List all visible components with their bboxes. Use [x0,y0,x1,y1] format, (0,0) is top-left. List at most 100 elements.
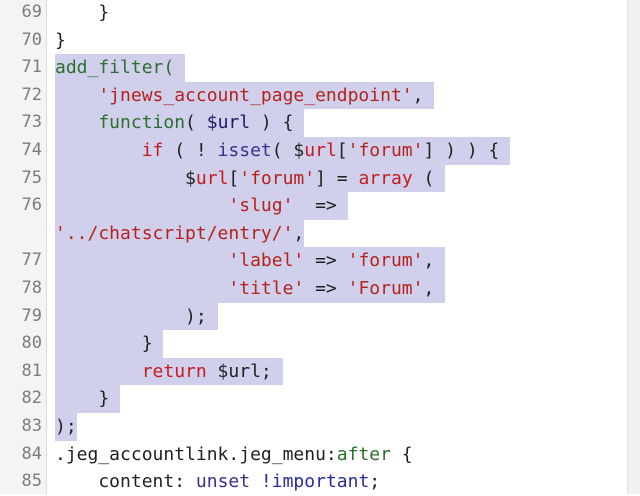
line-number: 80 [21,333,42,354]
code-token [337,195,348,216]
vertical-scrollbar[interactable] [627,0,640,494]
code-token [153,333,164,354]
code-text[interactable]: .jeg_accountlink.jeg_menu:after { [55,441,413,469]
code-token [434,250,445,271]
code-token [293,112,304,133]
code-token: ); [55,416,77,437]
selected-code-text[interactable]: 'title' => 'Forum', [55,275,446,303]
code-token: content: [55,471,196,493]
code-token: array [358,167,413,189]
code-token [174,57,185,78]
code-token: => [304,250,348,272]
code-token: return [55,360,207,382]
code-token: , [293,222,305,244]
selected-code-text[interactable]: return $url; [55,357,283,386]
selected-code-text[interactable]: 'label' => 'forum', [55,247,446,275]
line-number: 71 [21,57,42,78]
code-token [250,471,261,492]
line-number: 83 [21,416,42,436]
line-number: 78 [21,278,42,298]
code-token: url [304,140,337,161]
selected-code-text[interactable]: } [55,385,121,413]
selected-code-text[interactable]: '../chatscript/entry/', [55,219,305,248]
code-token: => [293,195,337,217]
code-token: ( $ [271,140,305,161]
code-token: add_filter( [55,57,175,79]
code-token: } [55,388,110,410]
code-token [109,388,120,409]
code-token: ) { [250,112,294,134]
selected-code-text[interactable]: 'jnews_account_page_endpoint', [55,81,435,110]
line-number: 76 [21,195,42,216]
code-text[interactable]: } [55,0,109,27]
code-token: ( ! [163,140,218,161]
code-text[interactable]: content: unset !important; [55,468,380,496]
line-number: 73 [21,112,42,133]
code-token: , [423,278,435,299]
code-token: 'jnews_account_page_endpoint' [55,84,413,106]
code-token: after [336,443,391,465]
selected-code-text[interactable]: if ( ! isset( $url['forum'] ) ) { [55,137,511,165]
selected-code-text[interactable]: 'slug' => [55,192,348,220]
code-token: 'title' [55,278,305,299]
code-token: } [55,333,153,355]
code-token: unset [195,471,251,493]
line-number: 85 [21,471,42,492]
code-token: [ [336,140,348,161]
code-token: function [55,112,186,134]
code-token: $url; [206,360,272,382]
code-token: '../chatscript/entry/' [55,222,294,244]
selected-code-text[interactable]: } [55,330,164,358]
code-token: ( [412,167,435,189]
code-token: !important [260,471,370,493]
code-token: $url [206,112,251,134]
code-token: $ [55,167,196,189]
selected-code-text[interactable]: function( $url ) { [55,109,305,137]
code-token [499,140,510,161]
code-token: ; [369,471,381,493]
line-number-gutter [0,0,47,494]
code-token: ] = [315,167,359,189]
code-token [272,361,283,382]
code-token: , [412,84,424,106]
line-number: 77 [21,250,42,271]
line-number: 70 [21,29,42,50]
code-token: ); [55,305,207,327]
code-token: url [195,167,229,189]
code-token [423,85,434,106]
selected-code-text[interactable]: add_filter( [55,54,186,82]
line-number: 75 [21,167,42,188]
selected-code-text[interactable]: ); [55,413,77,441]
line-number: 81 [21,360,42,381]
code-token [434,278,445,299]
code-token: 'slug' [55,195,294,217]
code-token: 'forum' [347,250,424,272]
line-number: 79 [21,305,42,326]
line-number: 72 [21,84,42,105]
selected-code-text[interactable]: $url['forum'] = array ( [55,164,446,193]
code-token: ] ) ) { [423,140,500,161]
code-token: } [55,29,66,51]
selected-code-text[interactable]: ); [55,302,218,331]
line-number: 69 [21,2,42,22]
line-number: 82 [21,388,42,409]
code-token: if [55,140,164,161]
code-token [207,306,218,327]
code-token: 'forum' [347,140,424,161]
line-number: 84 [21,443,42,464]
code-token: 'forum' [239,167,316,189]
code-token: 'Forum' [347,278,424,299]
code-token: .jeg_accountlink.jeg_menu: [55,443,337,465]
code-token: isset [217,140,272,161]
code-token: 'label' [55,250,305,272]
code-token: , [423,250,435,272]
code-token: => [304,278,348,299]
code-token: { [390,443,413,465]
code-token: ( [185,112,207,134]
code-text[interactable]: } [55,27,66,55]
code-token [434,168,445,189]
line-number: 74 [21,140,42,160]
code-token: [ [228,167,240,189]
code-token: } [55,2,110,23]
